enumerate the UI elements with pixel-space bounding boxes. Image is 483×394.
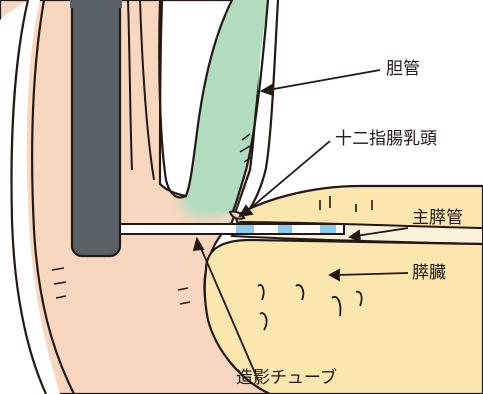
arrowhead-bile-duct	[262, 85, 273, 95]
label-pancreas: 膵臓	[412, 265, 446, 282]
label-papilla: 十二指腸乳頭	[335, 131, 437, 148]
label-bile-duct: 胆管	[386, 61, 420, 78]
contrast-tube	[120, 224, 344, 234]
tube-marker	[236, 225, 254, 233]
label-contrast-tube: 造影チューブ	[236, 370, 337, 387]
leader-bile-duct	[268, 70, 380, 90]
label-main-pancreatic-duct: 主膵管	[412, 210, 463, 227]
tube-marker	[320, 225, 336, 233]
tube-marker	[278, 225, 292, 233]
endoscope-top-cover	[70, 0, 122, 8]
endoscope	[72, 0, 120, 256]
